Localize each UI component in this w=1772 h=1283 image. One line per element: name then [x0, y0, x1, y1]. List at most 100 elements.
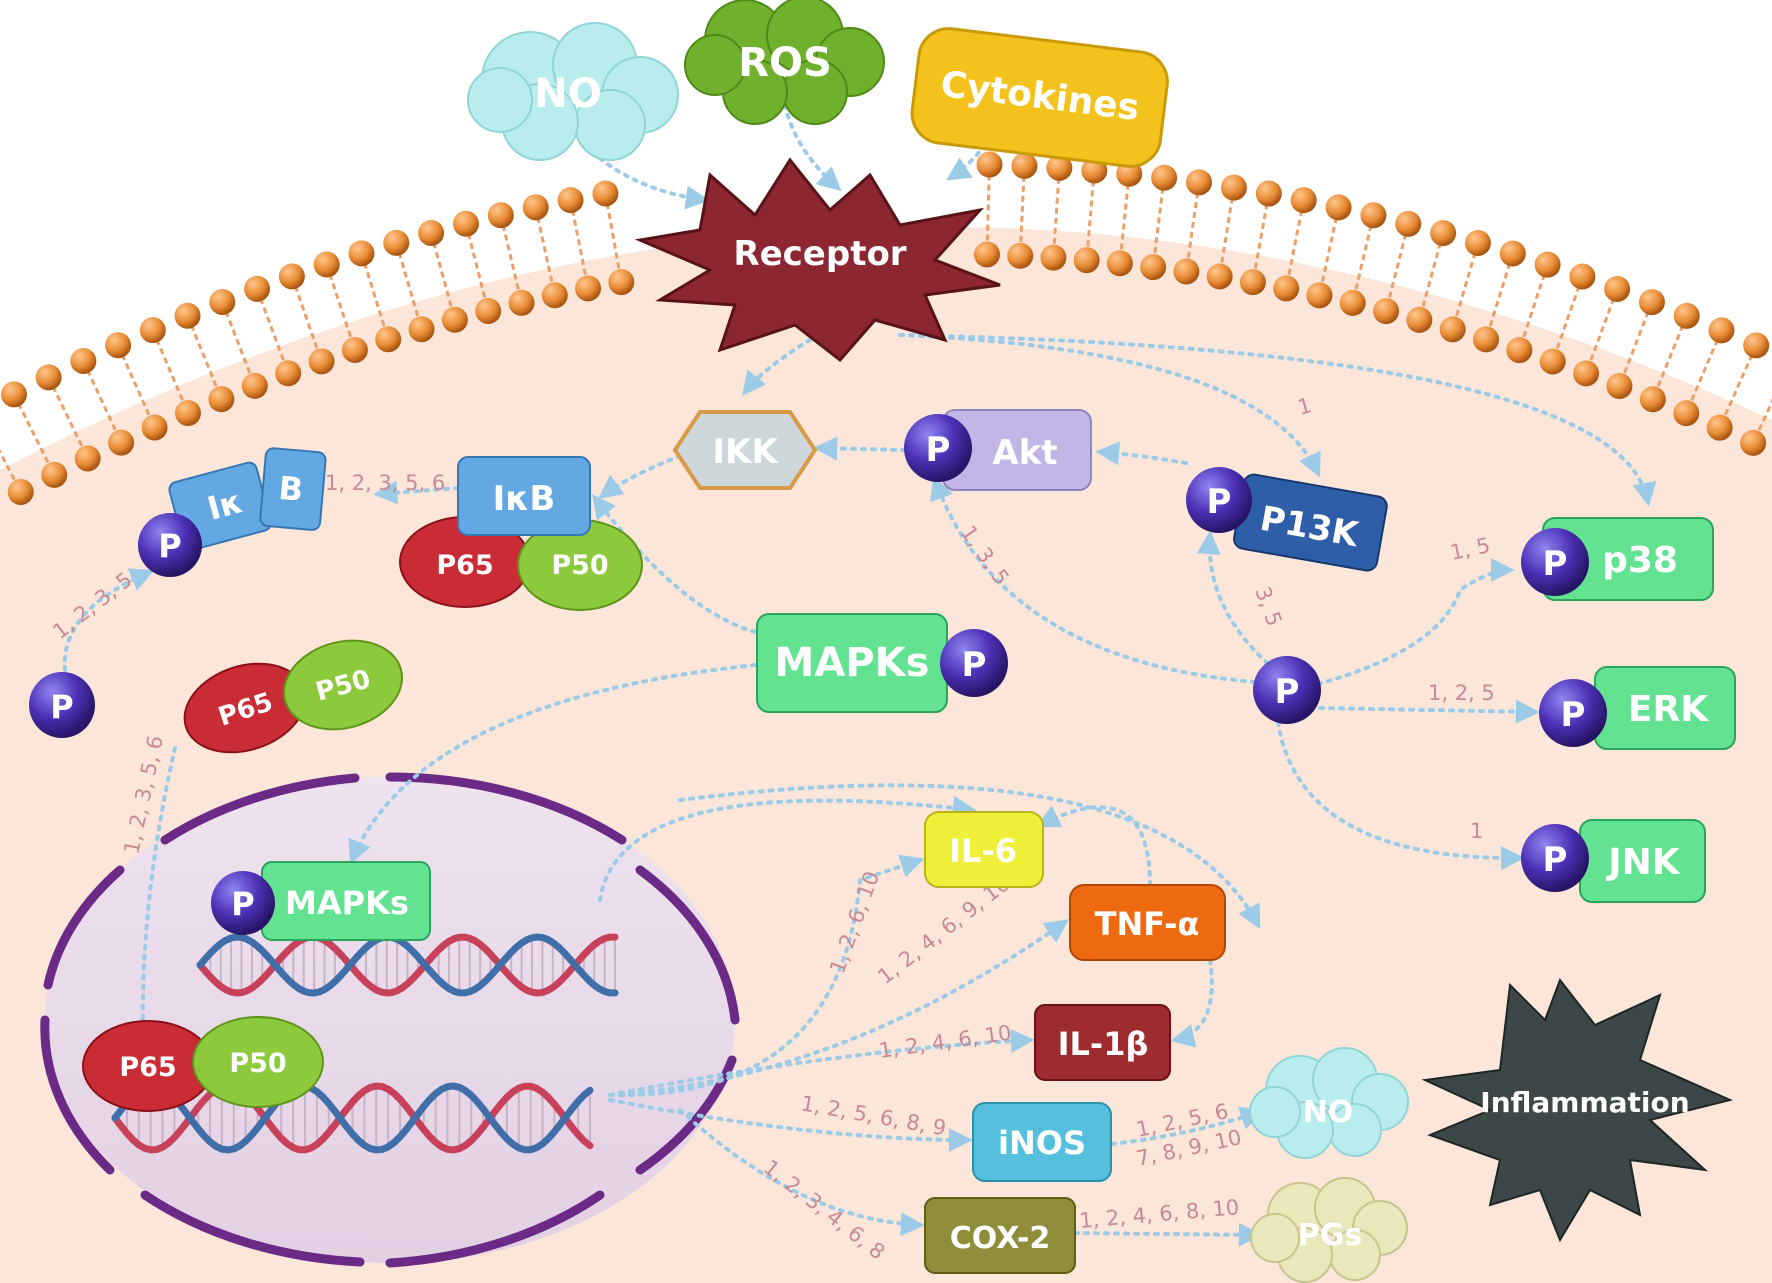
lipid-head [1573, 360, 1600, 387]
lipid-head [1569, 263, 1596, 290]
arrow-p-ikb [62, 568, 155, 672]
lipid-tail [255, 288, 290, 374]
no-top-label: NO [534, 71, 601, 117]
lipid-tail [0, 448, 23, 493]
ikk: IKK [672, 410, 818, 490]
lipid-head [1639, 386, 1666, 413]
receptor-label: Receptor [733, 234, 906, 274]
lipid-tail [394, 242, 423, 330]
ikk-label: IKK [712, 432, 779, 472]
lipid-head [7, 478, 34, 505]
arrow-p-akt [930, 475, 1257, 684]
arrow-receptor-pi3k [898, 333, 1321, 478]
lipid-head [1673, 400, 1700, 427]
lipid-head [1239, 269, 1266, 296]
lipid-head [1040, 244, 1067, 271]
lipid-head [1539, 348, 1566, 375]
arrow-mapks-ikb [592, 494, 757, 634]
erk-label: ERK [1628, 689, 1709, 730]
lipid-head [1290, 187, 1317, 214]
lipid-tail [186, 315, 223, 400]
arrow-p-pi3k [1196, 530, 1277, 672]
p65-label: P65 [119, 1052, 176, 1083]
nuclear-envelope-segment [160, 773, 360, 845]
lipid-head [1740, 429, 1767, 456]
pgs-label: PGs [1298, 1218, 1362, 1253]
no-output-label: NO [1303, 1095, 1354, 1130]
lipid-head [1140, 254, 1167, 281]
lipid-tail [12, 393, 56, 476]
pathway-arrows [62, 103, 1657, 1247]
jnk: JNK P [1521, 819, 1706, 903]
lipid-tail [81, 360, 123, 444]
lipid-tail [325, 264, 357, 351]
lipid-tail [151, 329, 190, 414]
phosphate-icon [138, 513, 202, 577]
il1b-label: IL-1β [1058, 1025, 1149, 1063]
lipid-tail [360, 252, 390, 340]
lipid-head [141, 414, 168, 441]
mapks-nuclear: MAPKs P [211, 861, 431, 941]
inos-label: iNOS [998, 1124, 1086, 1162]
arrow-nfkb-nucleus [130, 746, 177, 1045]
lipid-head [1439, 316, 1466, 343]
phosphate-icon [29, 672, 95, 738]
dna-strand [111, 1082, 594, 1154]
phosphate-label: P [158, 527, 181, 565]
lipid-head [1007, 242, 1034, 269]
lipid-head [1325, 194, 1352, 221]
phosphate-icon [1539, 679, 1607, 747]
receptor: Receptor [634, 157, 1001, 363]
lipid-head [1220, 174, 1247, 201]
arrow-tnf-il1b [1170, 958, 1214, 1048]
lipid-head [1430, 220, 1457, 247]
lipid-tail [290, 275, 323, 362]
arrow-dna-il6 [598, 795, 977, 902]
nuclear-envelope-segment [43, 865, 125, 990]
lipid-tail [1618, 301, 1654, 387]
edge-label-p-jnk: 1 [1470, 819, 1483, 843]
arrow-p-jnk [1276, 720, 1525, 871]
dna-strand [196, 933, 619, 997]
lipid-head [1186, 169, 1213, 196]
lipid-head [557, 187, 584, 214]
p65-label: P65 [436, 550, 493, 581]
il6-label: IL-6 [949, 832, 1017, 870]
lipid-tail [603, 193, 623, 283]
lipid-head [241, 372, 268, 399]
lipid-head [1073, 247, 1100, 274]
arrow-dna-il1b [608, 1029, 1035, 1097]
lipid-tail [1151, 177, 1166, 268]
lipid-tail [499, 214, 523, 304]
dna-strand [196, 933, 619, 997]
il6: IL-6 [924, 811, 1044, 888]
edge-label-ikb-degradation: 1, 2, 3, 5, 6 [325, 471, 445, 495]
lipid-head [1638, 289, 1665, 316]
nucleus [40, 772, 740, 1268]
ros-cloud: ROS [684, 0, 885, 125]
arrow-pi3k-akt [1095, 441, 1188, 466]
lipid-tail [1384, 223, 1410, 312]
arrow-p-erk [1318, 699, 1540, 724]
ros-label: ROS [738, 40, 832, 86]
arrow-dna-cox2 [678, 1108, 925, 1237]
lipid-head [139, 317, 166, 344]
phosphate-label: P [1561, 695, 1586, 735]
lipid-tail [1184, 182, 1201, 272]
lipid-head [308, 348, 335, 375]
nfkb-free: P65 P50 [183, 639, 404, 754]
lipid-tail [1551, 275, 1584, 362]
phosphate-icon [1186, 467, 1252, 533]
il1b: IL-1β [1034, 1004, 1171, 1081]
phosphate-icon [904, 414, 972, 482]
lipid-tail [429, 232, 457, 321]
lipid-head [1506, 337, 1533, 364]
lipid-head [522, 194, 549, 221]
phosphate-label: P [1275, 672, 1300, 712]
lipid-head [1255, 180, 1282, 207]
p50-label: P50 [229, 1048, 286, 1079]
dna-helix [196, 933, 619, 997]
lipid-head [70, 347, 97, 374]
akt-label: Akt [992, 433, 1057, 473]
